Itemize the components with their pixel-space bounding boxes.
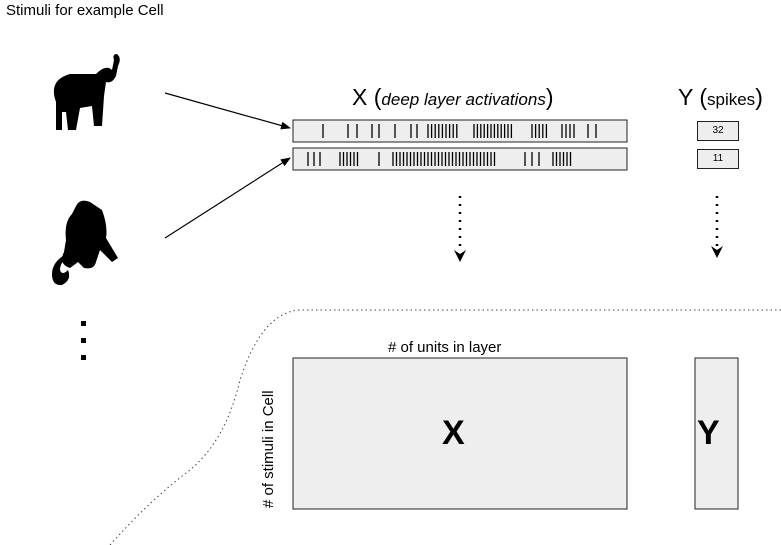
y-matrix <box>694 357 739 510</box>
x-header-detail: deep layer activations <box>381 90 546 109</box>
y-header-close: ) <box>755 84 763 110</box>
x-matrix-label: X <box>442 414 465 452</box>
units-in-layer-label: # of units in layer <box>388 339 502 356</box>
y-header-detail: spikes <box>707 90 756 109</box>
monkey-silhouette-icon <box>52 200 118 286</box>
diagram-title: Stimuli for example Cell <box>6 2 164 19</box>
x-header-symbol: X <box>352 84 368 110</box>
activation-ticks-monkey <box>307 152 572 166</box>
y-header-open: ( <box>692 84 707 110</box>
arrowhead-y <box>711 246 723 258</box>
stimuli-in-cell-label: # of stimuli in Cell <box>260 390 277 508</box>
activation-ticks-elephant <box>322 124 597 138</box>
y-matrix-label: Y <box>697 414 720 452</box>
arrowhead-x <box>454 250 466 262</box>
x-header: X (deep layer activations) <box>352 84 554 111</box>
dotted-separator-curve <box>109 309 781 545</box>
spike-count-monkey: 11 <box>697 149 739 169</box>
x-matrix <box>292 357 628 510</box>
y-header: Y (spikes) <box>678 84 763 111</box>
arrow-monkey-to-activations <box>164 157 291 239</box>
elephant-silhouette-icon <box>53 54 120 130</box>
y-header-symbol: Y <box>678 84 693 110</box>
activation-row-elephant <box>292 119 628 143</box>
vertical-ellipsis-icon <box>81 321 86 360</box>
arrow-elephant-to-activations <box>164 92 291 130</box>
x-header-open: ( <box>367 84 382 110</box>
spike-count-elephant: 32 <box>697 121 739 141</box>
x-header-close: ) <box>545 84 554 110</box>
